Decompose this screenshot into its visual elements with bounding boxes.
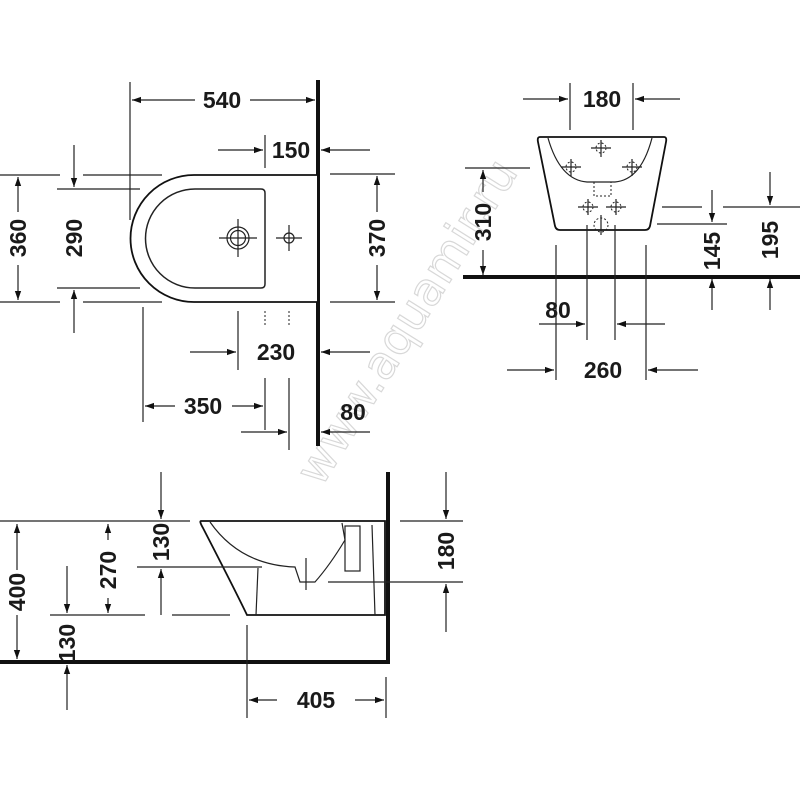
drain-hole-icon bbox=[219, 219, 257, 257]
plan-view: 540 150 360 290 370 230 350 bbox=[0, 80, 395, 450]
dim-260: 260 bbox=[584, 357, 622, 383]
dim-150: 150 bbox=[272, 137, 310, 163]
dim-195: 195 bbox=[757, 221, 783, 260]
outlet-pipe bbox=[344, 525, 361, 572]
watermark: www.aquamir.ru bbox=[285, 149, 528, 494]
front-view: 180 310 145 195 80 260 bbox=[463, 83, 800, 383]
tap-hole-icon bbox=[276, 225, 302, 251]
dim-350: 350 bbox=[184, 393, 222, 419]
bidet-side-outline bbox=[199, 520, 386, 616]
dim-540: 540 bbox=[203, 87, 241, 113]
dim-130-bowl: 130 bbox=[148, 523, 174, 561]
dim-270: 270 bbox=[95, 551, 121, 589]
bowl-profile bbox=[209, 521, 346, 583]
bowl-inner-outline bbox=[144, 188, 266, 289]
bowl-curve bbox=[547, 137, 653, 183]
dim-230: 230 bbox=[257, 339, 295, 365]
dim-80-front: 80 bbox=[545, 297, 571, 323]
mount-point-icons bbox=[561, 140, 642, 235]
dim-145: 145 bbox=[699, 232, 725, 271]
dim-80-plan: 80 bbox=[340, 399, 366, 425]
outlet-dashed bbox=[593, 181, 612, 197]
bidet-front-outline bbox=[536, 136, 668, 231]
dim-180-side: 180 bbox=[433, 532, 459, 570]
dim-405: 405 bbox=[297, 687, 336, 713]
dim-360: 360 bbox=[5, 219, 31, 257]
dim-180-top: 180 bbox=[583, 86, 621, 112]
dim-370: 370 bbox=[364, 219, 390, 257]
dim-290: 290 bbox=[61, 219, 87, 257]
dim-130-bottom: 130 bbox=[54, 624, 80, 662]
side-view: 400 270 130 130 180 405 bbox=[0, 472, 463, 718]
dim-310: 310 bbox=[470, 203, 496, 241]
dim-400: 400 bbox=[4, 573, 30, 611]
